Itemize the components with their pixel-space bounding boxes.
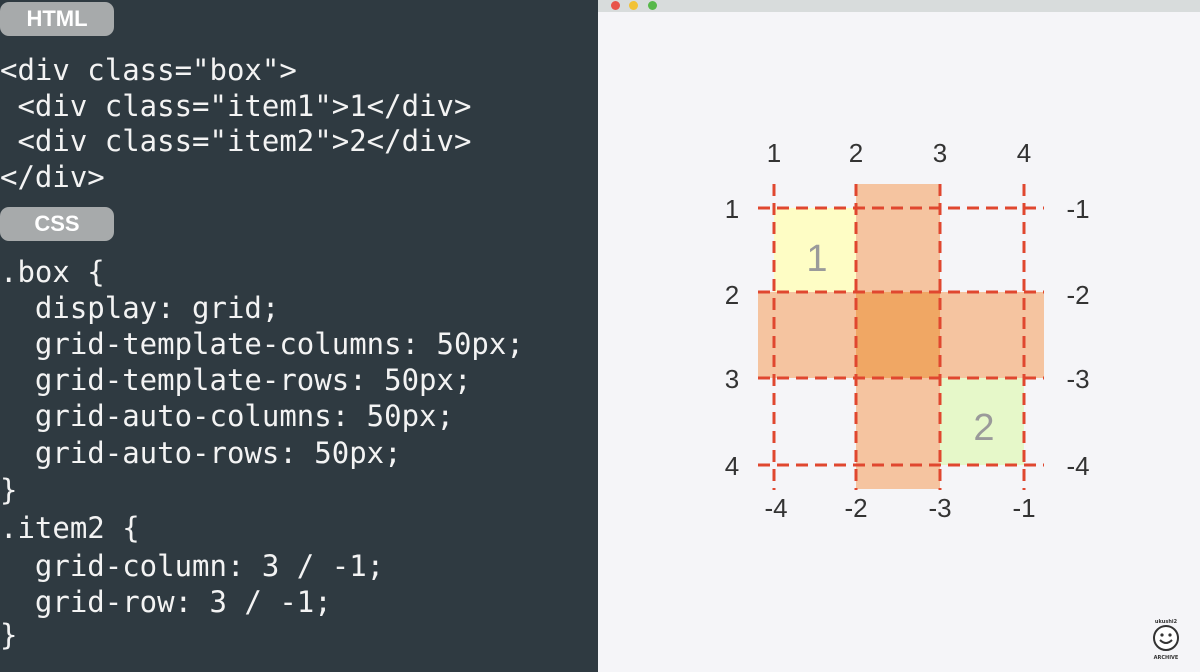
auto-track-overlap	[856, 292, 940, 378]
browser-preview: 1 2 1 2 3 4 -4 -2 -3 -1 1 2 3 4	[598, 0, 1200, 672]
css-code-line: grid-auto-rows: 50px;	[0, 436, 402, 470]
css-code-line: grid-row: 3 / -1;	[0, 585, 332, 619]
smiley-icon	[1153, 625, 1179, 651]
css-badge: CSS	[0, 207, 114, 241]
column-label-top: 4	[1017, 138, 1031, 168]
column-label-top: 3	[933, 138, 947, 168]
code-panel: HTML <div class="box"> <div class="item1…	[0, 0, 598, 672]
browser-titlebar	[598, 0, 1200, 12]
column-label-bottom: -2	[844, 493, 867, 523]
row-label-left: 1	[725, 194, 739, 224]
css-code-line: grid-auto-columns: 50px;	[0, 399, 454, 433]
css-code-line: grid-template-rows: 50px;	[0, 363, 472, 397]
archive-logo: ukushi2 ARCHIVE	[1153, 619, 1179, 661]
minimize-window-dot[interactable]	[629, 1, 638, 10]
item2-cell	[940, 378, 1024, 465]
item1-label: 1	[806, 238, 827, 280]
close-window-dot[interactable]	[611, 1, 620, 10]
column-label-top: 2	[849, 138, 863, 168]
row-label-right: -3	[1066, 364, 1089, 394]
css-code-line: grid-template-columns: 50px;	[0, 327, 524, 361]
row-label-left: 2	[725, 280, 739, 310]
html-code-line: </div>	[0, 160, 105, 194]
row-label-left: 3	[725, 364, 739, 394]
css-code-line: grid-column: 3 / -1;	[0, 549, 385, 583]
css-code-line: .item2 {	[0, 511, 140, 545]
row-label-right: -4	[1066, 451, 1089, 481]
html-badge: HTML	[0, 2, 114, 36]
logo-bottom-text: ARCHIVE	[1154, 655, 1179, 661]
css-code-line: display: grid;	[0, 291, 280, 325]
row-label-left: 4	[725, 451, 739, 481]
column-label-bottom: -1	[1012, 493, 1035, 523]
grid-diagram: 1 2 1 2 3 4 -4 -2 -3 -1 1 2 3 4	[725, 138, 1090, 523]
maximize-window-dot[interactable]	[648, 1, 657, 10]
css-code-line: .box {	[0, 255, 105, 289]
column-label-bottom: -4	[764, 493, 787, 523]
css-code-line: }	[0, 618, 18, 652]
item2-label: 2	[973, 407, 994, 449]
logo-top-text: ukushi2	[1155, 619, 1178, 625]
item1-cell	[774, 208, 856, 292]
row-label-right: -2	[1066, 280, 1089, 310]
column-label-bottom: -3	[928, 493, 951, 523]
html-code-line: <div class="item1">1</div>	[0, 89, 472, 123]
column-label-top: 1	[767, 138, 781, 168]
html-code-line: <div class="box">	[0, 53, 297, 87]
row-label-right: -1	[1066, 194, 1089, 224]
html-code-line: <div class="item2">2</div>	[0, 124, 472, 158]
css-code-line: }	[0, 473, 18, 507]
